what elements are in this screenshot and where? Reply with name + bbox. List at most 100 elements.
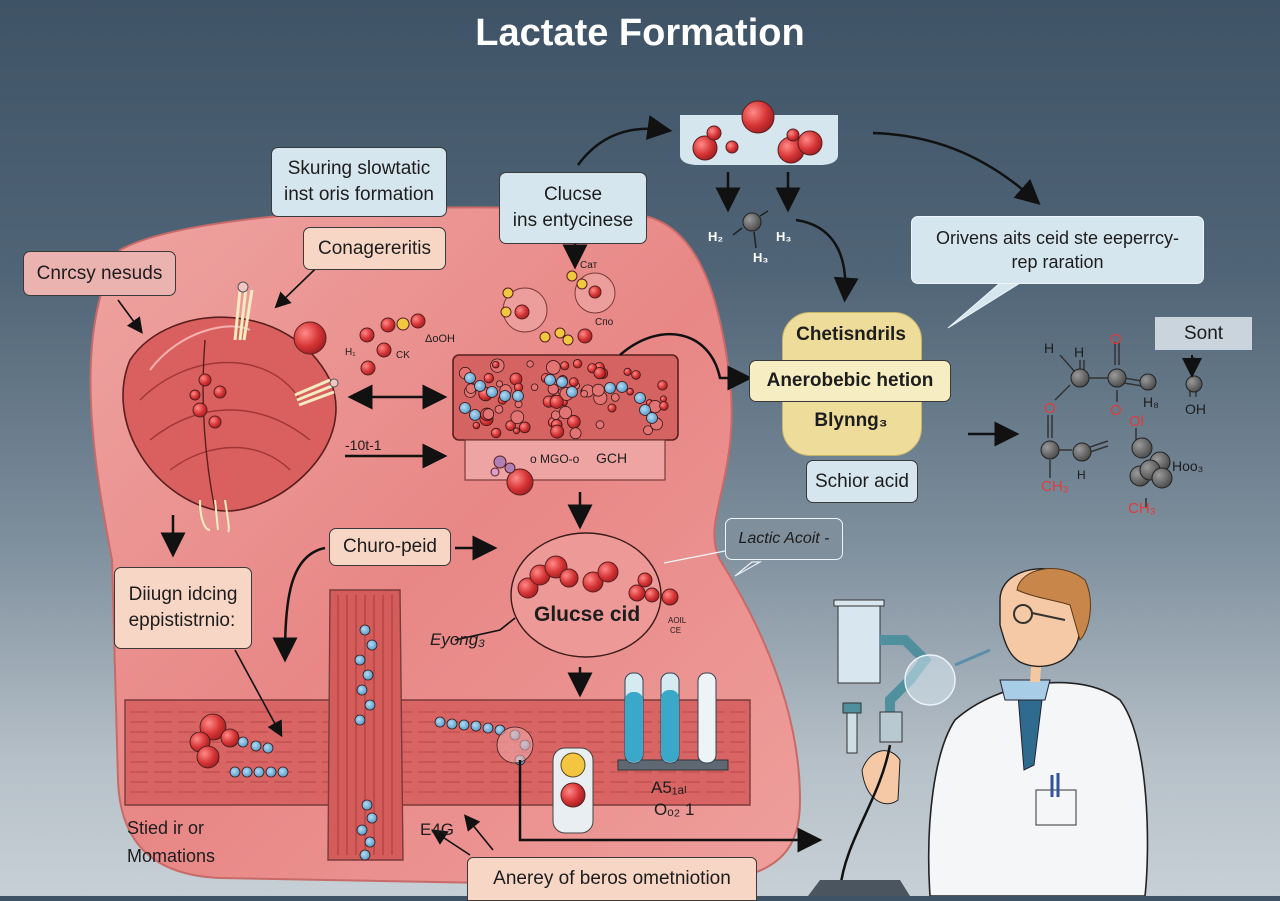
chem-h8: H₈ — [1143, 394, 1159, 410]
white-blood-cell — [366, 812, 378, 824]
chemical-structure-right — [1047, 342, 1197, 508]
white-blood-cell — [458, 719, 470, 731]
chem-h-low: H — [1077, 468, 1086, 482]
label-glucse-cid: Glucse cid — [534, 603, 641, 626]
red-blood-cell — [530, 383, 539, 391]
white-blood-cell — [364, 836, 376, 848]
label-stied-line2: Momations — [127, 845, 216, 866]
label-o21: Oₒ₂ 1 — [654, 800, 695, 819]
red-blood-cell — [591, 383, 605, 397]
red-blood-cell — [482, 408, 495, 420]
white-blood-cell — [616, 381, 628, 393]
white-blood-cell — [469, 409, 481, 421]
red-blood-cell — [558, 406, 573, 420]
label-eyong: Eyong₃ — [430, 630, 485, 649]
red-blood-cell — [623, 367, 632, 376]
white-blood-cell — [241, 766, 253, 778]
chem-hoo3: Hoo₃ — [1172, 458, 1204, 474]
chem-oh: OH — [1185, 401, 1206, 417]
white-blood-cell — [253, 766, 265, 778]
label-sont: Sont — [1155, 317, 1252, 350]
molecule-cluster-center — [500, 270, 616, 346]
chem-ol: Ol — [1129, 413, 1144, 430]
red-blood-cell — [505, 420, 516, 431]
molecule-cluster-left — [293, 313, 426, 376]
white-blood-cell — [356, 824, 368, 836]
red-blood-cell — [593, 366, 606, 380]
red-blood-cell — [510, 410, 525, 425]
vessel-cells — [458, 358, 669, 440]
label-cnrcsy: Cnrcsy nesuds — [23, 251, 176, 296]
white-blood-cell — [250, 740, 262, 752]
red-blood-cell — [483, 372, 495, 384]
red-blood-cell — [472, 421, 481, 430]
formula-aoil: AOIL — [668, 616, 687, 625]
label-as: A5₁ₐₗ — [651, 778, 687, 797]
molecule-h3b: H₃ — [753, 250, 769, 265]
red-blood-cell — [580, 390, 588, 398]
red-blood-cell — [492, 360, 500, 369]
red-blood-cell — [526, 360, 534, 368]
white-blood-cell — [512, 390, 524, 402]
white-blood-cell — [566, 386, 578, 398]
flow-arrows — [117, 115, 1202, 856]
red-blood-cell — [549, 394, 564, 409]
vessel-lumen — [496, 726, 534, 764]
label-anaerobic: Anerobebic hetion — [749, 360, 951, 402]
breath-analyzer — [808, 599, 956, 896]
red-blood-cell — [657, 380, 668, 391]
formula-cnt: Cат — [580, 260, 598, 271]
glucose-circle — [510, 532, 679, 658]
formula-h: H₁ — [345, 347, 356, 358]
label-diiugn-line1: Diiugn idcing — [128, 584, 238, 606]
red-blood-cell — [550, 410, 561, 420]
label-blynng: Blynng₃ — [814, 410, 888, 431]
white-blood-cell — [354, 654, 366, 666]
label-chetisndrils: Chetisndrils — [796, 324, 906, 345]
white-blood-cell — [486, 386, 498, 398]
white-blood-cell — [262, 742, 274, 754]
label-stied-line1: Stied ir or — [127, 818, 205, 838]
white-blood-cell — [556, 376, 568, 388]
chem-ch3-right: CH₃ — [1128, 500, 1156, 517]
red-blood-cell — [595, 420, 605, 429]
red-blood-cell — [199, 713, 227, 741]
molecule-h2: H₂ — [708, 229, 724, 244]
white-blood-cell — [434, 716, 446, 728]
muscle-bundle-illustration — [122, 281, 339, 533]
chem-ch3-left: CH₃ — [1041, 478, 1069, 495]
muscle-band-cells — [189, 624, 534, 861]
white-blood-cell — [265, 766, 277, 778]
molecule-h3a: H₃ — [776, 229, 792, 244]
red-blood-cell — [550, 424, 565, 439]
label-skuring-line1: Skuring slowtatic — [287, 158, 431, 180]
white-blood-cell — [362, 669, 374, 681]
red-blood-cell — [607, 403, 617, 413]
red-blood-cell — [643, 425, 653, 436]
chem-h2: H — [1074, 344, 1085, 360]
white-blood-cell — [359, 849, 371, 861]
white-blood-cell — [544, 374, 556, 386]
label-clucse-line2: ins entycinese — [512, 210, 634, 231]
atoms-right — [1040, 368, 1203, 489]
beaker — [552, 747, 594, 834]
label-orivens-line1: Orivens aits ceid ste eeperrcy- — [935, 227, 1180, 248]
red-blood-cell — [494, 405, 504, 414]
page-title: Lactate Formation — [475, 12, 805, 54]
white-blood-cell — [359, 624, 371, 636]
red-blood-cell — [518, 421, 531, 434]
white-blood-cell — [639, 404, 651, 416]
white-blood-cell — [646, 412, 658, 424]
orivens-tail — [947, 282, 1022, 329]
red-blood-cell — [220, 728, 240, 748]
white-blood-cell — [361, 799, 373, 811]
chem-o-top: O — [1110, 331, 1122, 348]
formula-ce: CE — [670, 626, 682, 635]
chem-h1: H — [1044, 340, 1055, 356]
vessel-lower-molecules — [490, 455, 534, 496]
red-blood-cell — [626, 387, 634, 396]
white-blood-cell — [364, 699, 376, 711]
